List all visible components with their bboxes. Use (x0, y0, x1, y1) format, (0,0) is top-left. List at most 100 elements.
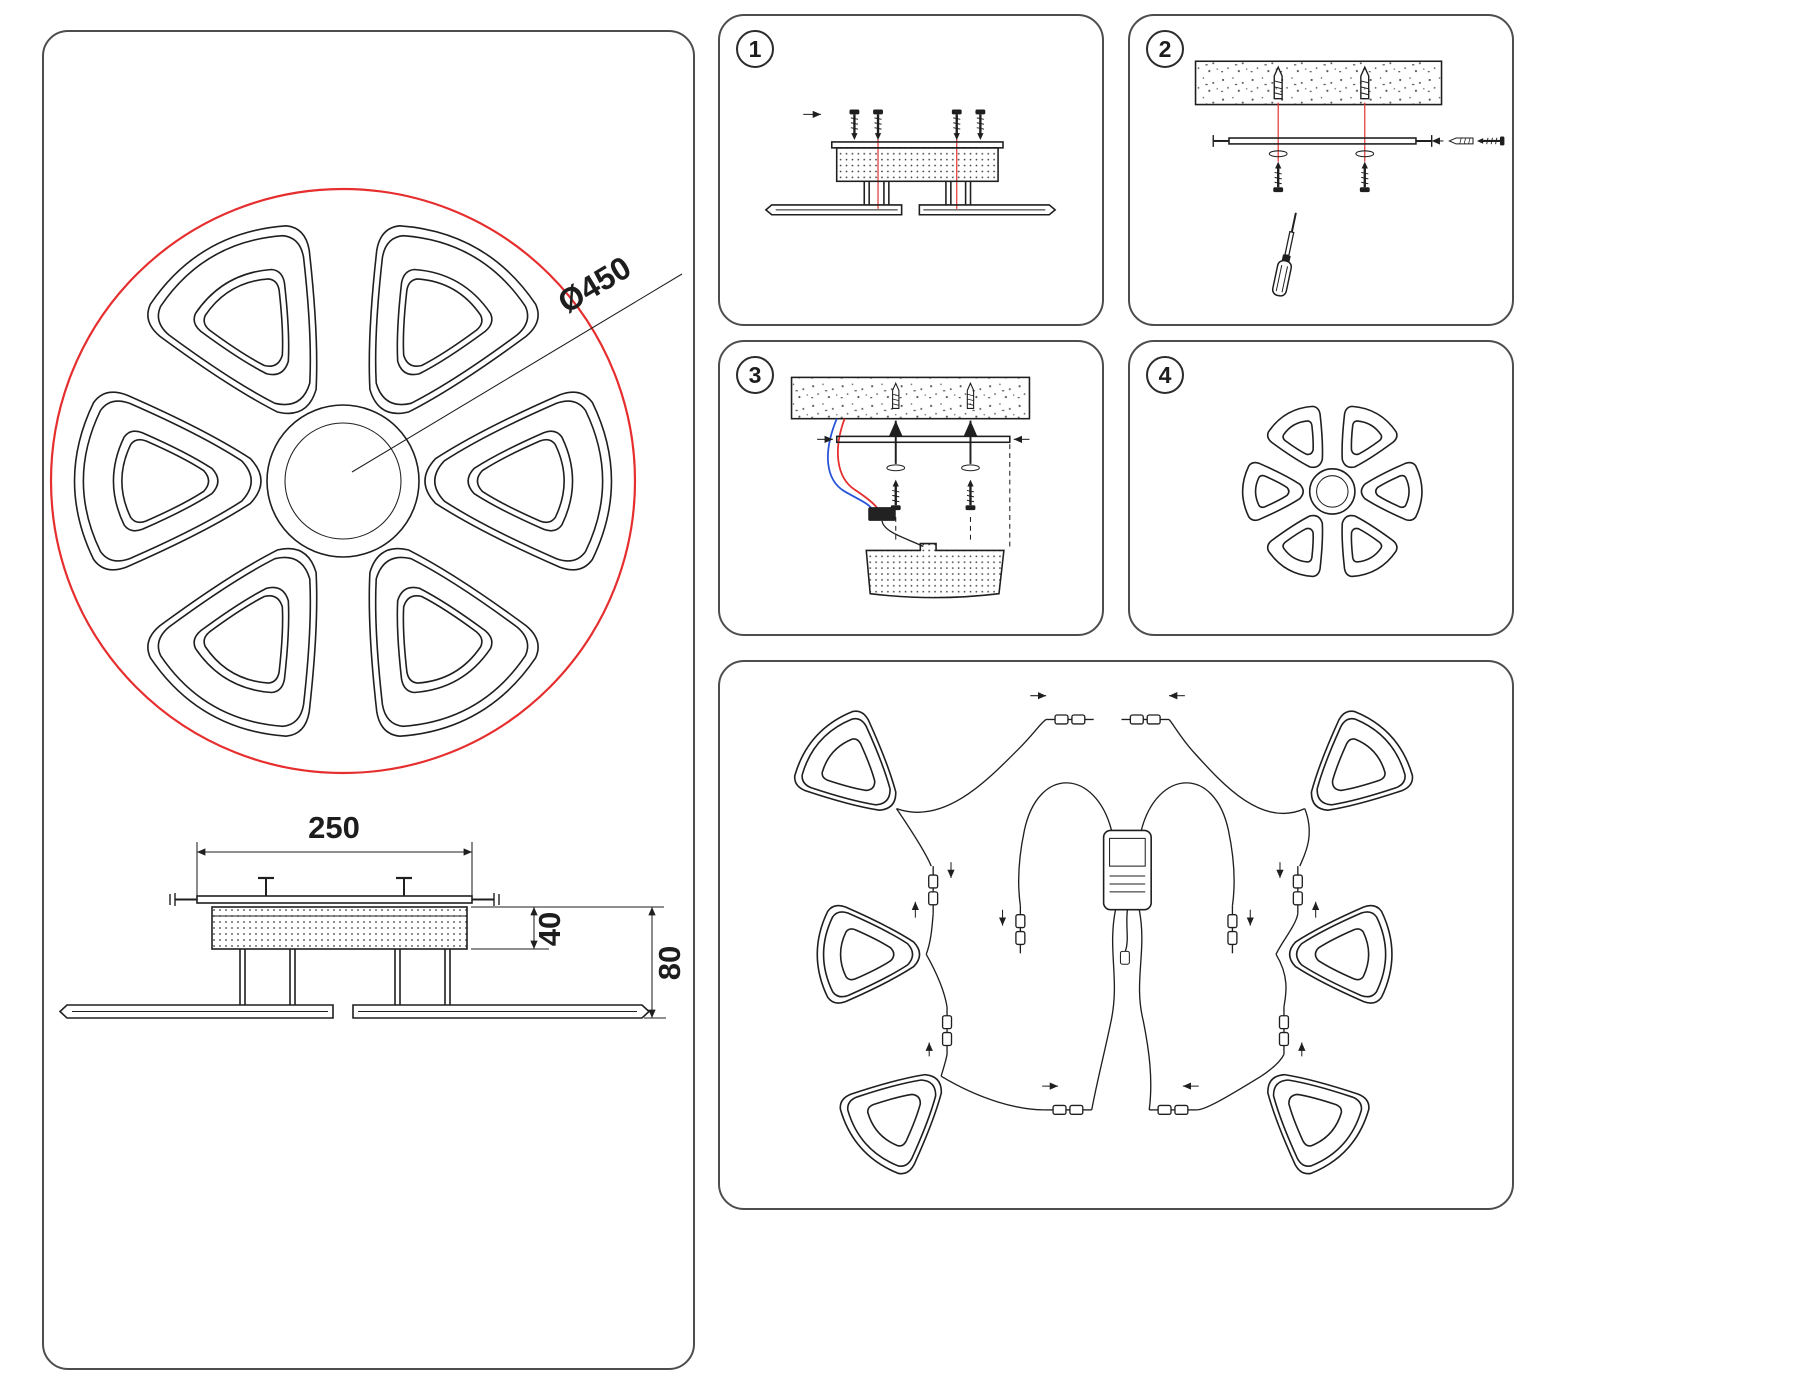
screw-icon (964, 478, 977, 512)
screw-icon (889, 478, 902, 512)
petal-shade (132, 204, 379, 454)
lamp-side-view: 250 (58, 810, 687, 1019)
petal-wire (1168, 719, 1306, 815)
petal-shade (829, 1044, 970, 1185)
petal-wire (925, 953, 948, 1007)
step-3-badge: 3 (736, 356, 774, 394)
driver-wire (1091, 909, 1117, 1111)
step-1-drawing (764, 108, 1057, 216)
petal-wire (1275, 913, 1299, 955)
terminal-block (868, 507, 896, 521)
mounting-bracket (196, 895, 473, 904)
petal-shade (1361, 463, 1422, 521)
connector-pair (1045, 714, 1095, 725)
step-4-badge: 4 (1146, 356, 1184, 394)
plug (1119, 950, 1130, 965)
petal-wire (1275, 953, 1287, 1007)
ceiling (790, 376, 1031, 420)
wiring-panel (718, 660, 1514, 1210)
wire-blue (827, 418, 873, 510)
bracket-end-screws (1212, 135, 1433, 147)
petal-wire (1299, 808, 1310, 867)
petal-wire (940, 1054, 948, 1077)
step-2-panel: 2 (1128, 14, 1514, 326)
lamp-top-view: Ø450 (49, 187, 683, 775)
step-2-drawing (1194, 60, 1506, 298)
petal-wire (940, 1075, 1045, 1111)
diameter-dimension-label: Ø450 (552, 249, 638, 320)
screw-icon (974, 108, 987, 142)
step-4-panel: 4 (1128, 340, 1514, 636)
base-plates (764, 204, 1057, 216)
total-height-dimension-label: 80 (652, 946, 687, 980)
diameter-circle (49, 187, 637, 775)
width-dimension-label: 250 (308, 810, 360, 845)
anchor-screw-inset (1431, 135, 1506, 147)
led-driver-box (1102, 829, 1152, 911)
mounting-bracket (830, 141, 1004, 149)
petal-wire (895, 808, 932, 867)
petal-wire (1260, 1054, 1285, 1077)
petal-shade (783, 700, 924, 841)
wire-black (881, 520, 924, 548)
washer (961, 464, 980, 472)
screw-icon (848, 108, 861, 142)
base-plates (58, 1004, 651, 1019)
connector-pair (1292, 865, 1303, 915)
canopy (865, 542, 1005, 599)
petal-shade (1243, 463, 1304, 521)
step-3-drawing (790, 376, 1031, 599)
petal-shade (1239, 1044, 1380, 1185)
step-4-drawing (1130, 342, 1511, 633)
mounting-bracket (1228, 137, 1417, 145)
diameter-leader-line (351, 273, 683, 473)
wiring-drawing (720, 692, 1511, 1207)
screw-icon (871, 108, 885, 142)
bracket-screws (169, 876, 500, 906)
connector-pair (1148, 1104, 1198, 1116)
hub-ring (1308, 468, 1356, 515)
wall-anchor-icon (1448, 137, 1474, 145)
step-2-number: 2 (1158, 35, 1172, 62)
driver-wire (1140, 782, 1235, 906)
driver-housing (835, 147, 999, 183)
petal-shade (132, 508, 379, 758)
screw-icon (950, 108, 963, 142)
step-3-panel: 3 (718, 340, 1104, 636)
driver-wire (1017, 782, 1113, 906)
step-2-badge: 2 (1146, 30, 1184, 68)
stand-legs (863, 181, 972, 205)
connector-pair (1120, 714, 1170, 725)
hub-inner-ring (284, 422, 402, 540)
screwdriver-icon (1270, 210, 1304, 298)
dimension-drawing: Ø450 250 (49, 187, 687, 1019)
fixing-screws (886, 420, 980, 472)
petal-shade (307, 508, 554, 758)
step-1-panel: 1 (718, 14, 1104, 326)
step-1-number: 1 (748, 35, 762, 62)
assembled-lamp-top-view (1243, 399, 1422, 583)
petal-wire (896, 718, 1047, 814)
petal-shade (1283, 700, 1424, 841)
washer (1355, 150, 1375, 158)
screw-icon (1358, 160, 1371, 194)
ceiling (1194, 60, 1443, 106)
connector-pair (1015, 905, 1026, 954)
screw-icon (1475, 135, 1506, 147)
driver-housing (211, 906, 468, 950)
connector-pair (928, 865, 939, 915)
stand-legs (239, 949, 451, 1005)
petal-array (75, 204, 612, 758)
petal-shade (817, 906, 919, 1003)
petal-shade (75, 392, 261, 570)
step-1-badge: 1 (736, 30, 774, 68)
petal-shade (307, 204, 554, 454)
connector-pair (1278, 1006, 1290, 1056)
washer (886, 464, 906, 472)
step-3-number: 3 (748, 361, 762, 388)
petal-shade (425, 392, 611, 570)
connector-pair (941, 1006, 953, 1056)
washer (1268, 150, 1288, 158)
connector-pair (1227, 905, 1238, 954)
hub-inner-ring (1316, 475, 1349, 508)
